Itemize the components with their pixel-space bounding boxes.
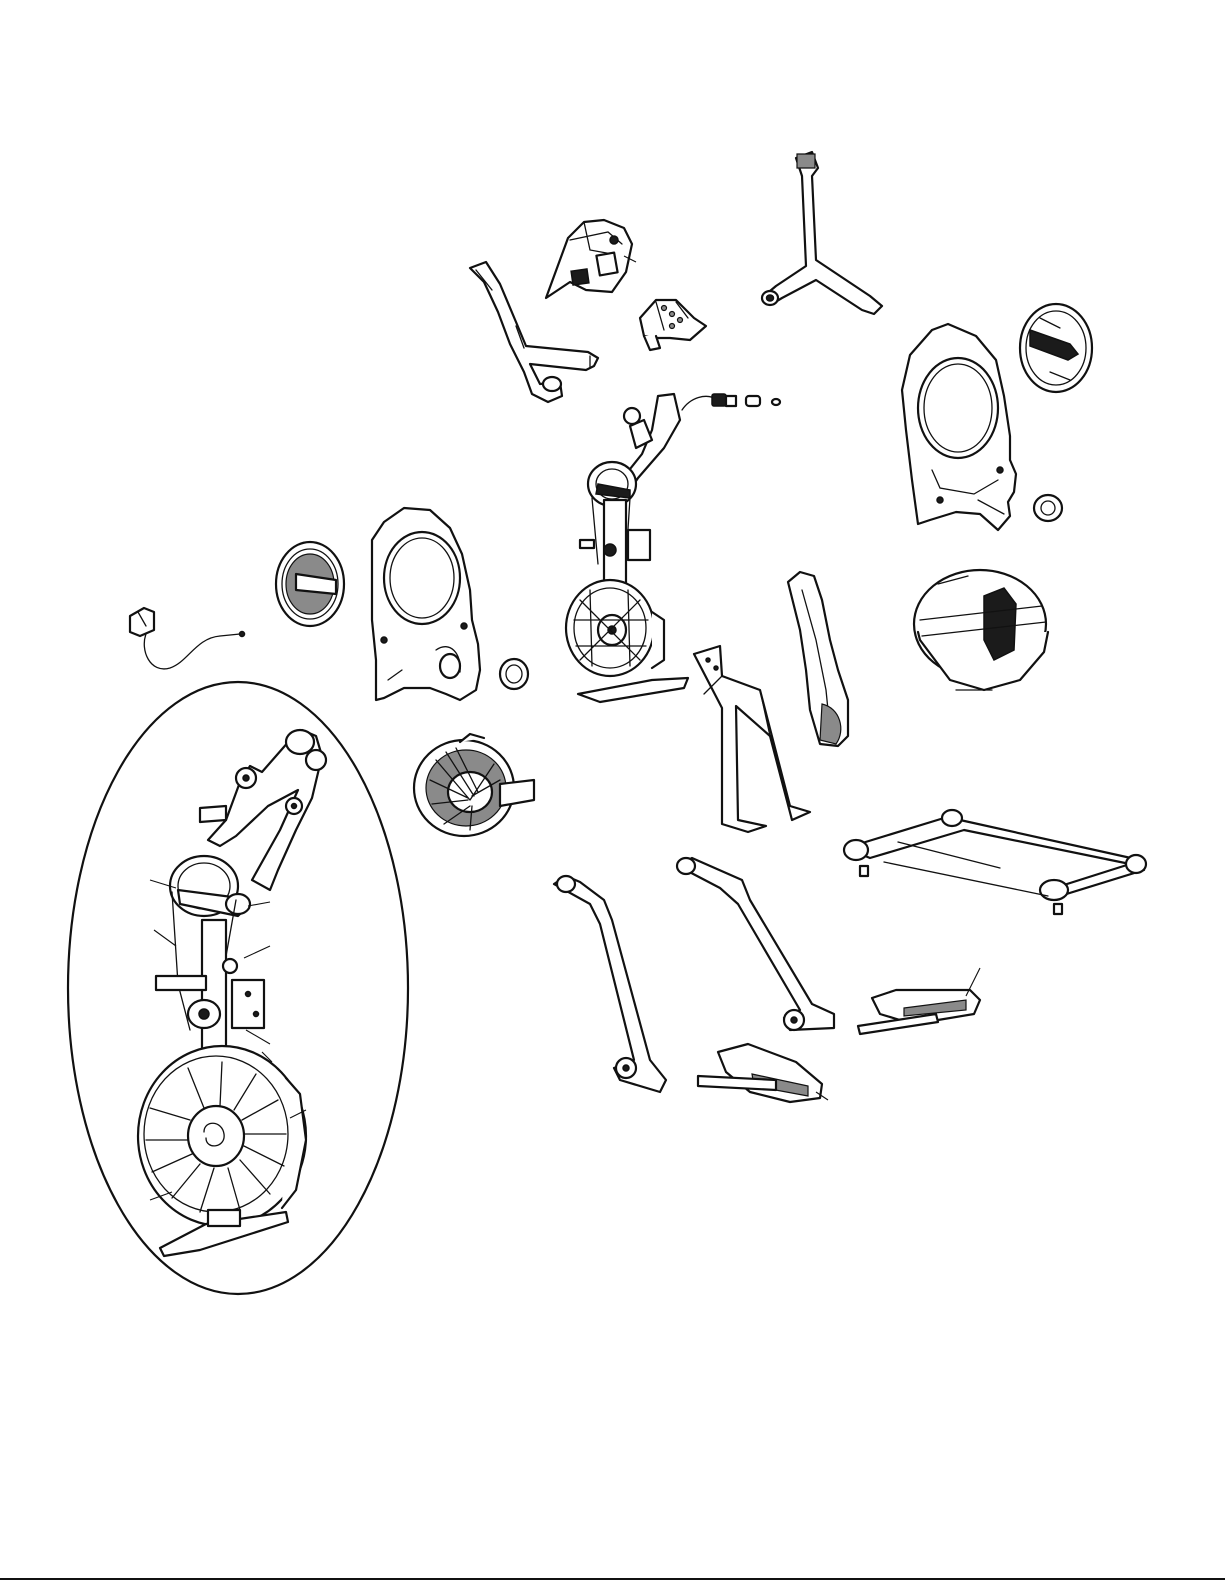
base-frame xyxy=(844,810,1146,914)
front-upright xyxy=(694,646,810,832)
page-bottom-rule xyxy=(0,1578,1225,1580)
small-washer-right xyxy=(1034,495,1062,521)
fan-housing-left xyxy=(414,734,534,836)
power-adapter xyxy=(130,608,245,669)
console-cover xyxy=(546,220,636,298)
upright-cover xyxy=(788,572,848,746)
right-shroud xyxy=(902,324,1016,530)
handlebar-center xyxy=(762,152,882,314)
right-pedal-arm xyxy=(677,858,834,1030)
small-cap xyxy=(500,659,528,689)
console-bracket xyxy=(640,300,706,350)
right-cover-disc xyxy=(1020,304,1092,392)
left-cover-disc xyxy=(276,542,344,626)
left-shroud xyxy=(372,508,480,700)
detail-drive-assembly xyxy=(68,682,408,1294)
left-pedal-arm xyxy=(554,876,666,1092)
cable-and-knob xyxy=(682,394,780,410)
pedal-left xyxy=(698,1044,828,1102)
pedal-right xyxy=(858,968,980,1034)
drive-assembly xyxy=(566,394,688,702)
fan-housing-right xyxy=(914,570,1048,690)
